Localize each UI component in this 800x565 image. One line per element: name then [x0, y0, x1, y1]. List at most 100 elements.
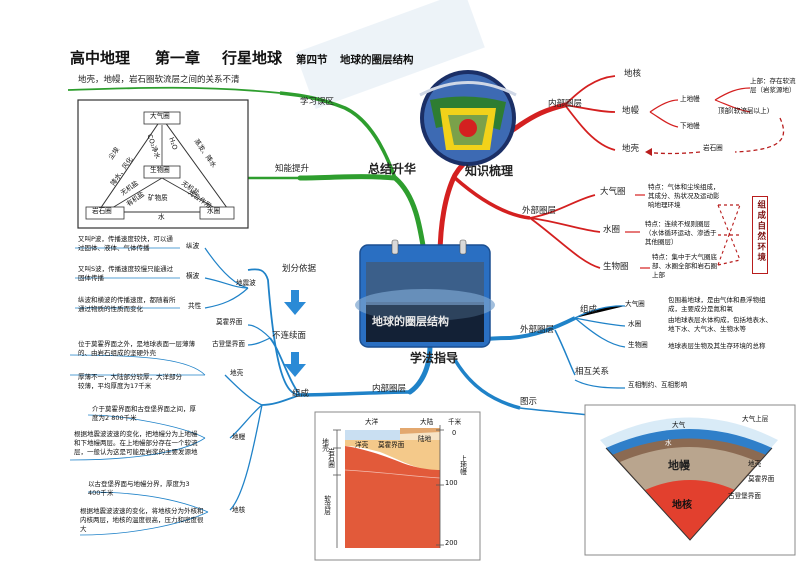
method-hydrosphere-note: 由地球表层水体构成，包括地表水、地下水、大气水、生物水等 [668, 316, 772, 333]
tri-biosphere: 生物圈 [150, 166, 170, 174]
upper-mantle-note: 上部：存在软流层（岩浆源地） [750, 77, 796, 94]
header-chapter: 第一章 [155, 49, 201, 67]
core-note1: 以古登堡界面与地幔分界，厚度为3 400千米 [88, 480, 190, 497]
misunderstanding-label: 学习误区 [300, 97, 335, 107]
method-composition: 组成 [580, 305, 598, 315]
outer-layers-label: 外部圈层 [522, 206, 557, 216]
earth-core: 地核 [672, 500, 692, 511]
method-diagram-label: 图示 [520, 397, 538, 407]
tri-water: 水 [158, 213, 165, 221]
seismic-wave: 地震波 [236, 279, 256, 287]
crust-note2: 厚薄不一，大陆部分较厚，大洋部分较薄，平均厚度为17千米 [78, 373, 182, 390]
top-mantle-note: 顶部(软流层以上) [718, 107, 770, 115]
crust-section-diagram [314, 411, 481, 561]
down-arrow-icon-2 [284, 352, 306, 377]
header-unit: 行星地球 [222, 49, 283, 67]
longitudinal-wave: 纵波 [186, 242, 200, 250]
method-atmosphere: 大气圈 [625, 300, 645, 308]
earth-wedge-diagram [584, 404, 796, 556]
section-continent: 大陆 [420, 418, 434, 426]
tri-lithosphere: 岩石圈 [92, 207, 112, 215]
watermark-stripes [295, 0, 485, 109]
tri-hydrosphere: 水圈 [207, 207, 221, 215]
longitudinal-note: 又叫P波，传播速度较快，可以通过固体、液体、气体传播 [78, 235, 173, 252]
division-basis: 划分依据 [282, 264, 317, 274]
section-moho: 莫霍界面 [378, 441, 405, 449]
earth-water: 水 [665, 439, 672, 447]
summary-branch-label: 总结升华 [368, 162, 417, 176]
globe-icon [419, 70, 517, 166]
knowledge-branch-label: 知识梳理 [465, 164, 514, 178]
ability-label: 知能提升 [275, 164, 310, 174]
method-branch-label: 学法指导 [410, 351, 459, 365]
transverse-wave: 横波 [186, 272, 200, 280]
inner-layers-label: 内部圈层 [548, 99, 583, 109]
biosphere-note: 特点：集中于大气圈底部、水圈全部和岩石圈上部 [652, 253, 717, 279]
mantle-note1: 介于莫霍界面和古登堡界面之间，厚度为2 800千米 [92, 405, 196, 422]
method-hydrosphere: 水圈 [628, 320, 642, 328]
lower-mantle: 下地幔 [680, 122, 700, 130]
discontinuity-label: 不连续面 [272, 331, 307, 341]
header-topic: 地球的圈层结构 [340, 54, 414, 66]
section-crust-v: 地壳 [320, 438, 329, 452]
earth-crust: 地壳 [748, 460, 762, 468]
inner-crust: 地壳 [622, 144, 640, 154]
section-upper-mantle-v: 上地幔 [458, 455, 467, 475]
method-branch [407, 342, 433, 395]
down-arrow-icon [284, 290, 306, 315]
section-tick-0: 0 [452, 429, 457, 437]
method-relation: 相互关系 [575, 367, 610, 377]
outer-biosphere: 生物圈 [603, 262, 629, 272]
misunderstanding-line [67, 86, 281, 94]
method-biosphere-note: 地球表层生物及其生存环境的总称 [668, 342, 766, 350]
center-card [355, 239, 495, 348]
method-outer-label: 外部圈层 [520, 325, 555, 335]
earth-gutenberg: 古登堡界面 [728, 492, 761, 500]
section-ocean: 大洋 [365, 418, 379, 426]
section-lithosphere-v: 岩石圈 [326, 448, 335, 468]
core-note2: 根据地震波波速的变化，将地核分为外核和内核两层，地核的温度很高，压力和密度很大 [80, 507, 204, 533]
method-biosphere: 生物圈 [628, 341, 648, 349]
tri-mineral: 矿物质 [148, 194, 168, 202]
outer-hydrosphere: 水圈 [603, 225, 621, 235]
triangle-shape [97, 117, 231, 213]
section-asthenosphere-v: 软流层 [322, 495, 331, 515]
header-section: 第四节 [296, 54, 328, 66]
section-km: 千米 [448, 418, 462, 426]
natural-environment-label: 组成自然环境 [752, 196, 768, 274]
method-inner-label: 内部圈层 [372, 384, 407, 394]
moho-label: 莫霍界面 [216, 318, 243, 326]
method-atmosphere-note: 包围着地球，是由气体和悬浮物组成，主要成分是氮和氧 [668, 296, 766, 313]
tri-atmosphere: 大气圈 [150, 112, 170, 120]
earth-mantle: 地幔 [668, 459, 690, 472]
atmosphere-note: 特点：气体和尘埃组成，其成分、热状况及运动影响地理环境 [648, 183, 720, 209]
center-title: 地球的圈层结构 [372, 315, 449, 328]
structure-crust: 地壳 [230, 369, 244, 377]
common-note: 纵波和横波的传播速度，都随着所通过物质的性质而变化 [78, 296, 176, 313]
header-title: 高中地理 [70, 49, 131, 67]
mantle-note2: 根据地震波波速的变化，把地幔分为上地幔和下地幔两层。在上地幔部分存在一个软流层，… [74, 430, 198, 456]
structure-label: 组成 [292, 389, 310, 399]
structure-core: 地核 [232, 506, 246, 514]
transverse-note: 又叫S波，传播速度较慢只能通过固体传播 [78, 265, 174, 282]
diagram-link [453, 359, 521, 410]
method-relation-note: 互相制约、互相影响 [628, 381, 688, 389]
crust-note1: 位于莫霍界面之外，是地球表面一层薄薄的、由岩石组成的坚硬外壳 [78, 340, 195, 357]
lithosphere-label: 岩石圈 [703, 144, 723, 152]
hydrosphere-note: 特点：连续不规则圈层（水体循环运动、渗透于其他圈层） [645, 220, 717, 246]
misunderstanding-text: 地壳，地幔，岩石圈软流层之间的关系不清 [78, 75, 240, 85]
earth-moho: 莫霍界面 [748, 475, 775, 483]
section-tick-100: 100 [445, 479, 458, 487]
inner-core: 地核 [624, 69, 642, 79]
inner-mantle: 地幔 [622, 106, 640, 116]
misunderstanding-link [279, 91, 397, 179]
earth-atm-upper: 大气上层 [742, 415, 769, 423]
upper-mantle: 上地幔 [680, 95, 700, 103]
earth-atm: 大气 [672, 421, 686, 429]
common-property: 共性 [188, 302, 202, 310]
outer-link [453, 176, 531, 220]
section-land: 陆地 [418, 435, 432, 443]
outer-atmosphere: 大气圈 [600, 187, 626, 197]
